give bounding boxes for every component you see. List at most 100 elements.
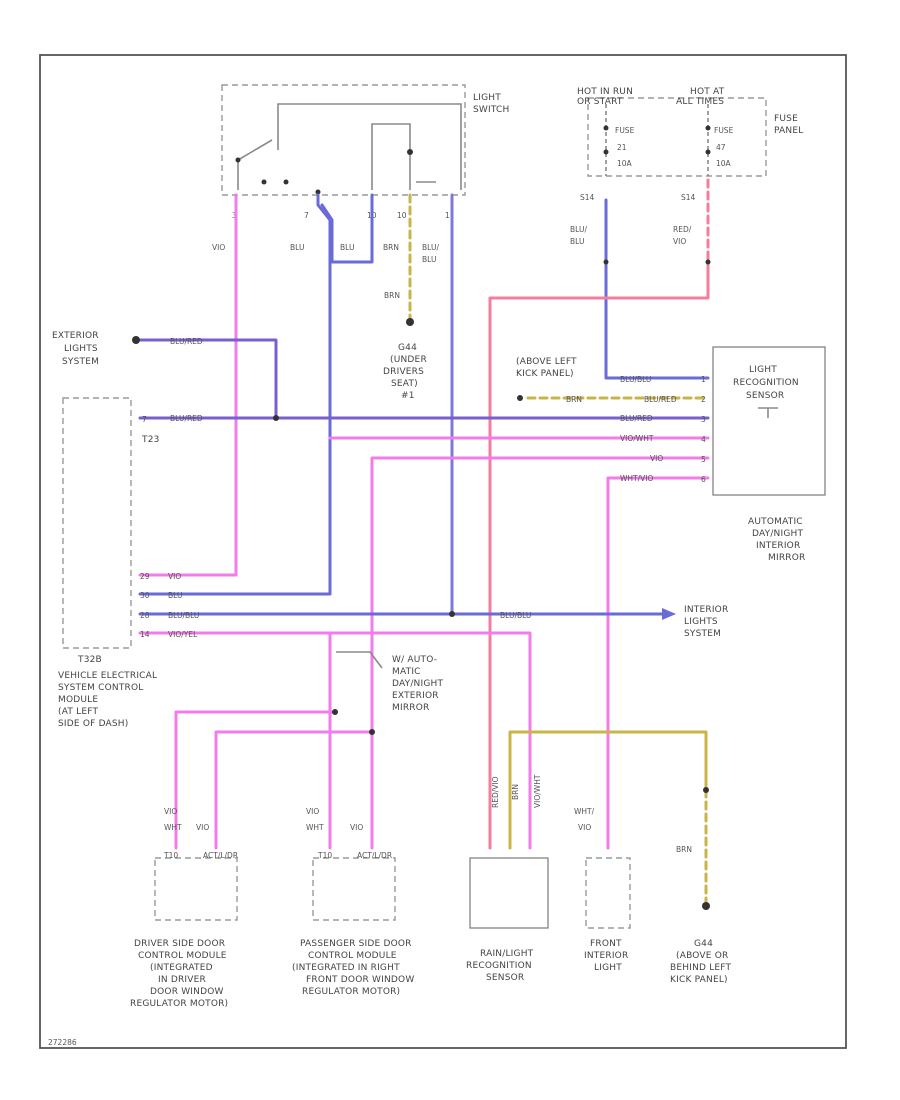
svg-text:#1: #1: [401, 391, 415, 401]
wire-red-fuse47: [488, 260, 710, 850]
svg-text:FRONT DOOR WINDOW: FRONT DOOR WINDOW: [306, 975, 414, 985]
fuse47-wire-dot: [705, 259, 711, 265]
wl-blu-red-ext: BLU/RED: [170, 337, 203, 346]
wire-pink-front-int: [606, 476, 710, 850]
front-int-light-box: [585, 857, 631, 929]
wire-blu-pin10: [320, 193, 374, 264]
svg-text:DRIVERS: DRIVERS: [383, 367, 424, 377]
svg-text:IN DRIVER: IN DRIVER: [158, 975, 206, 985]
above-left-ground-dot: [517, 395, 523, 401]
fuse21-dot-bot: [603, 149, 609, 155]
wl-wht-vio-sensor: WHT/VIO: [620, 474, 654, 483]
wl-rain-b: BRN: [511, 784, 520, 800]
wl-wht-front: WHT/: [574, 807, 595, 816]
wl-vio-drv-2: VIO: [196, 823, 209, 832]
door-junction-1: [332, 709, 338, 715]
fuse21-terminal: S14: [580, 193, 595, 202]
svg-text:PASSENGER SIDE DOOR: PASSENGER SIDE DOOR: [300, 939, 412, 949]
svg-text:(INTEGRATED IN RIGHT: (INTEGRATED IN RIGHT: [292, 963, 400, 973]
hot-all-label-1: HOT AT: [690, 87, 725, 97]
sensor-pin-2: 2: [701, 395, 706, 404]
svg-text:G44: G44: [398, 343, 417, 353]
svg-text:VEHICLE ELECTRICAL: VEHICLE ELECTRICAL: [58, 671, 157, 681]
g44-ground-dot: [406, 318, 414, 326]
light-sensor-label-1: LIGHT: [749, 365, 777, 375]
t23-pin: 7: [142, 415, 147, 424]
svg-text:LIGHTS: LIGHTS: [64, 344, 98, 354]
svg-text:(ABOVE LEFT: (ABOVE LEFT: [516, 357, 577, 367]
wl-blu-blu-2: BLU: [422, 255, 436, 264]
wl-wht-pas: WHT: [306, 823, 324, 832]
wire-violet-ext-lights: [134, 338, 278, 420]
light-recognition-sensor-box: [712, 346, 826, 496]
wire-brn-rain: [508, 730, 708, 850]
wl-brn-sensor: BRN: [566, 395, 582, 404]
fuse47-amp: 10A: [716, 159, 732, 168]
wl-blu-fuse-1: BLU/: [570, 225, 587, 234]
hot-all-label-2: ALL TIMES: [676, 97, 724, 107]
fuse21-dot-top: [603, 125, 609, 131]
wl-vio-yel-14: VIO/YEL: [168, 630, 198, 639]
driver-door-module-box: [154, 857, 238, 921]
ext-lights-junction: [273, 415, 279, 421]
ext-lights-arrow-dot: [132, 336, 140, 344]
above-left-label: (ABOVE LEFT KICK PANEL): [516, 357, 577, 379]
wl-red-vio-2: VIO: [673, 237, 686, 246]
wl-blu-blu-sensor: BLU/BLU: [620, 375, 651, 384]
pas-pin-a: T10: [317, 851, 332, 860]
fuse-panel-label-1: FUSE: [774, 114, 798, 124]
auto-sensor-label: AUTOMATIC DAY/NIGHT INTERIOR MIRROR: [748, 517, 805, 563]
pass-door-label: PASSENGER SIDE DOOR CONTROL MODULE (INTE…: [292, 939, 414, 997]
rain-light-sensor-box: [469, 857, 549, 929]
t32-pin-29: 29: [140, 572, 150, 581]
wl-blu-red-t23: BLU/RED: [170, 414, 203, 423]
t32-pin-30: 30: [140, 591, 150, 600]
svg-text:G44: G44: [694, 939, 713, 949]
light-switch-label-2: SWITCH: [473, 105, 510, 115]
ext-lights-label: EXTERIOR LIGHTS SYSTEM: [52, 331, 99, 367]
svg-text:CONTROL MODULE: CONTROL MODULE: [308, 951, 397, 961]
sensor-pin-3: 3: [701, 415, 706, 424]
svg-text:SYSTEM: SYSTEM: [684, 629, 721, 639]
fuse47-label: FUSE: [714, 126, 734, 135]
svg-text:LIGHT: LIGHT: [594, 963, 622, 973]
wl-vio-pas-2: VIO: [350, 823, 363, 832]
int-lights-arrow: [662, 608, 676, 620]
wl-vio-drv: VIO: [164, 807, 177, 816]
sensor-pin-1: 1: [701, 375, 706, 384]
hot-run-label-1: HOT IN RUN: [577, 87, 633, 97]
light-sensor-label-2: RECOGNITION: [733, 378, 799, 388]
wl-rain-c: VIO/WHT: [533, 774, 542, 808]
svg-text:DOOR WINDOW: DOOR WINDOW: [150, 987, 224, 997]
wl-vio-29: VIO: [168, 572, 181, 581]
svg-text:SENSOR: SENSOR: [486, 973, 524, 983]
int-lights-junction: [449, 611, 455, 617]
t32-pin-28: 28: [140, 611, 150, 620]
svg-text:AUTOMATIC: AUTOMATIC: [748, 517, 803, 527]
int-lights-label: INTERIOR LIGHTS SYSTEM: [684, 605, 728, 639]
wire-pink-drv-door-2: [214, 730, 374, 850]
svg-text:INTERIOR: INTERIOR: [684, 605, 728, 615]
vesc-module-box: [62, 397, 132, 649]
sensor-symbol: [758, 407, 778, 418]
wire-pink-pin14: [138, 631, 532, 850]
wire-vio-pin3: [138, 193, 238, 577]
light-sensor-label-3: SENSOR: [746, 391, 784, 401]
light-switch-box: [221, 84, 466, 196]
hot-run-label-2: OR START: [577, 97, 623, 107]
diagram-frame: [39, 54, 847, 1049]
svg-text:KICK PANEL): KICK PANEL): [516, 369, 574, 379]
wl-blu-blu-28: BLU/BLU: [168, 611, 199, 620]
wl-vio-front: VIO: [578, 823, 591, 832]
fuse47-num: 47: [716, 143, 726, 152]
wl-brn-g44b: BRN: [676, 845, 692, 854]
fuse47-dot-top: [705, 125, 711, 131]
svg-text:SYSTEM CONTROL: SYSTEM CONTROL: [58, 683, 143, 693]
wl-vio-pas: VIO: [306, 807, 319, 816]
svg-text:INTERIOR: INTERIOR: [584, 951, 628, 961]
auto-mirror-switch: [336, 651, 383, 669]
auto-ext-mirror-label: W/ AUTO- MATIC DAY/NIGHT EXTERIOR MIRROR: [392, 655, 443, 713]
fuse47-dot-bot: [705, 149, 711, 155]
svg-text:MODULE: MODULE: [58, 695, 98, 705]
svg-text:LIGHTS: LIGHTS: [684, 617, 718, 627]
